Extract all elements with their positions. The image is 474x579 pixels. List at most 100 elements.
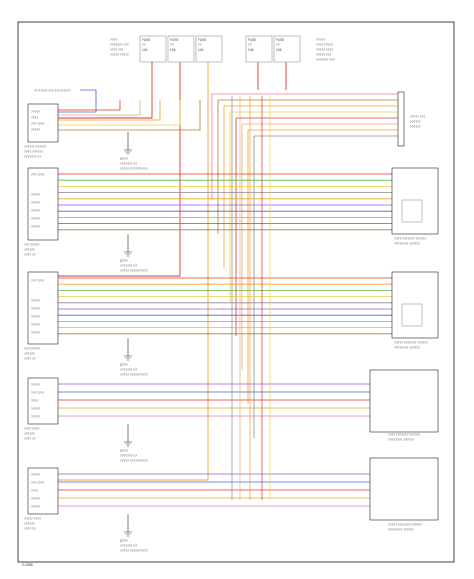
ground-3-text-2: ??????? ?? (120, 368, 137, 372)
wires-layer (58, 62, 398, 507)
fuse-3-text-1: FUSE (198, 38, 207, 42)
top-left-note-2: ??????? ??? (110, 43, 129, 47)
module-5-pin-5: ????? (31, 505, 40, 509)
fuse-group: FUSE ?? 10A FUSE ?? 10A FUSE ?? 10A FUSE… (139, 35, 301, 63)
mirror-2-label-1: ???? ??????? ?????? (394, 237, 426, 241)
fuse-2: FUSE ?? 10A (167, 35, 195, 63)
module-4-label-2: ?????? (24, 432, 35, 436)
ground-5-text-3: ????? ?????????? (120, 549, 148, 553)
top-right-note-1: ????? (316, 38, 325, 42)
fuse-4-text-2: ?? (248, 43, 252, 47)
fuse-5-text-2: ?? (276, 43, 280, 47)
module-2-pin-2: ????? (31, 193, 40, 197)
module-4-pin-4: ????? (31, 407, 40, 411)
ground-2: G??? ??????? ?? ????? ?????????? (120, 234, 148, 273)
fuse-1: FUSE ?? 10A (139, 35, 167, 63)
module-4-pin-1: ????? (31, 383, 40, 387)
module-2-label-3: ???? ?? (24, 253, 36, 257)
module-5-pin-4: ????? (31, 497, 40, 501)
module-4-label-1: ???? ???? (24, 427, 39, 431)
module-4-label-3: ???? ?? (24, 437, 36, 441)
ground-5-text-1: G??? (120, 539, 128, 543)
mirror-4: ???? ??????? ?????? ???????? ?????? (369, 369, 439, 442)
mirror-4-label-1: ???? ??????? ?????? (388, 433, 420, 437)
fuse-4-text-3: 10A (248, 48, 255, 52)
top-right-note-2: ???? ????? (316, 43, 333, 47)
module-3-pin-5: ????? (31, 323, 40, 327)
fuse-5-text-1: FUSE (276, 38, 285, 42)
module-1-label-3: ??????? ?? (24, 155, 41, 159)
module-2-label-1: ??? ????? (24, 243, 39, 247)
top-right-note-5: ??????? ??? (316, 58, 335, 62)
module-1-pin-2: ???? (31, 116, 38, 120)
module-1-pin-3: ??? ???? (31, 122, 45, 126)
ground-3-text-3: ????? ?????????? (120, 373, 148, 377)
module-1-label-2: ???? ?????? (24, 150, 43, 154)
module-2-label-2: ?????? (24, 248, 35, 252)
ground-4-text-3: ????? ?????????? (120, 459, 148, 463)
module-4-pin-5: ????? (31, 415, 40, 419)
fuse-1-text-1: FUSE (142, 38, 151, 42)
ground-2-text-2: ??????? ?? (120, 264, 137, 268)
fuse-4-text-1: FUSE (248, 38, 257, 42)
top-left-note-3: ???? ??? (110, 48, 124, 52)
ground-2-text-3: ????? ?????????? (120, 269, 148, 273)
module-3-pin-3: ????? (31, 307, 40, 311)
module-5-pin-2: ??? ???? (31, 481, 45, 485)
top-left-note-1: ???? (110, 38, 117, 42)
module-2-pin-5: ????? (31, 217, 40, 221)
module-4-pin-2: ??? ???? (31, 391, 45, 395)
module-3-label-3: ???? ?? (24, 357, 36, 361)
ground-4-text-1: G??? (120, 449, 128, 453)
mirror-5-label-2: ???????? ?????? (388, 528, 414, 532)
ground-5-text-2: ??????? ?? (120, 544, 137, 548)
module-5-label-1: ????? ???? (24, 517, 41, 521)
module-4-pin-3: ???? (31, 399, 38, 403)
module-3-pin-2: ????? (31, 299, 40, 303)
module-2-pin-6: ????? (31, 225, 40, 229)
mirror-1-label-2: ?????? (410, 120, 421, 124)
module-2-pin-4: ????? (31, 209, 40, 213)
mirror-4-label-2: ???????? ?????? (388, 438, 414, 442)
ground-1-text-2: ??????? ?? (120, 162, 137, 166)
ground-4-text-2: ??????? ?? (120, 454, 137, 458)
lin-bus-label: ?? ????? ??? ????????? (34, 89, 71, 93)
footer-code: G-0588 (22, 563, 33, 567)
ground-1-text-3: ????? ?????????? (120, 167, 148, 171)
wire-2 (58, 62, 181, 277)
top-left-note-4: ????? ????? (110, 53, 129, 57)
module-2-pin-3: ????? (31, 201, 40, 205)
module-5-pin-1: ????? (31, 473, 40, 477)
ground-1-text-1: G??? (120, 157, 128, 161)
fuse-5-text-3: 10A (276, 48, 283, 52)
module-3: ????????? ?????? ???? ?? ??? ???? ????? … (24, 271, 59, 361)
module-2-pin-1: ??? ???? (31, 173, 45, 177)
ground-symbols: G??? ??????? ?? ????? ?????????? G??? ??… (120, 132, 148, 553)
module-5: ????? ???? ?????? ???? ?? ????? ??? ????… (24, 467, 59, 531)
module-1-pin-4: ????? (31, 128, 40, 132)
mirror-1: ????? ??? ?????? ?????? (397, 91, 425, 147)
module-2: ??? ????? ?????? ???? ?? ??? ???? ????? … (24, 167, 59, 257)
wire-25 (58, 100, 181, 126)
fuse-1-text-2: ?? (142, 43, 146, 47)
wire-1 (58, 62, 153, 119)
module-1: ?????? ?????? ???? ?????? ??????? ?? ???… (24, 103, 59, 159)
mirror-1-label-1: ????? ??? (410, 115, 425, 119)
fuse-3: FUSE ?? 10A (195, 35, 223, 63)
module-3-pin-6: ????? (31, 331, 40, 335)
module-3-label-2: ?????? (24, 352, 35, 356)
wire-22 (58, 100, 121, 111)
module-1-pin-1: ????? (31, 110, 40, 114)
fuse-2-text-3: 10A (170, 48, 177, 52)
module-3-pin-4: ????? (31, 315, 40, 319)
top-right-note: ????? ???? ????? ????? ???? ????? ??? ??… (316, 38, 335, 62)
fuse-3-text-2: ?? (198, 43, 202, 47)
module-5-label-2: ?????? (24, 522, 35, 526)
ground-3-text-1: G??? (120, 363, 128, 367)
wire-3 (58, 62, 209, 481)
mirror-3-label-2: ???????? ?????? (394, 346, 420, 350)
fuse-3-text-3: 10A (198, 48, 205, 52)
module-5-pin-3: ???? (31, 489, 38, 493)
module-3-pin-1: ??? ???? (31, 279, 45, 283)
